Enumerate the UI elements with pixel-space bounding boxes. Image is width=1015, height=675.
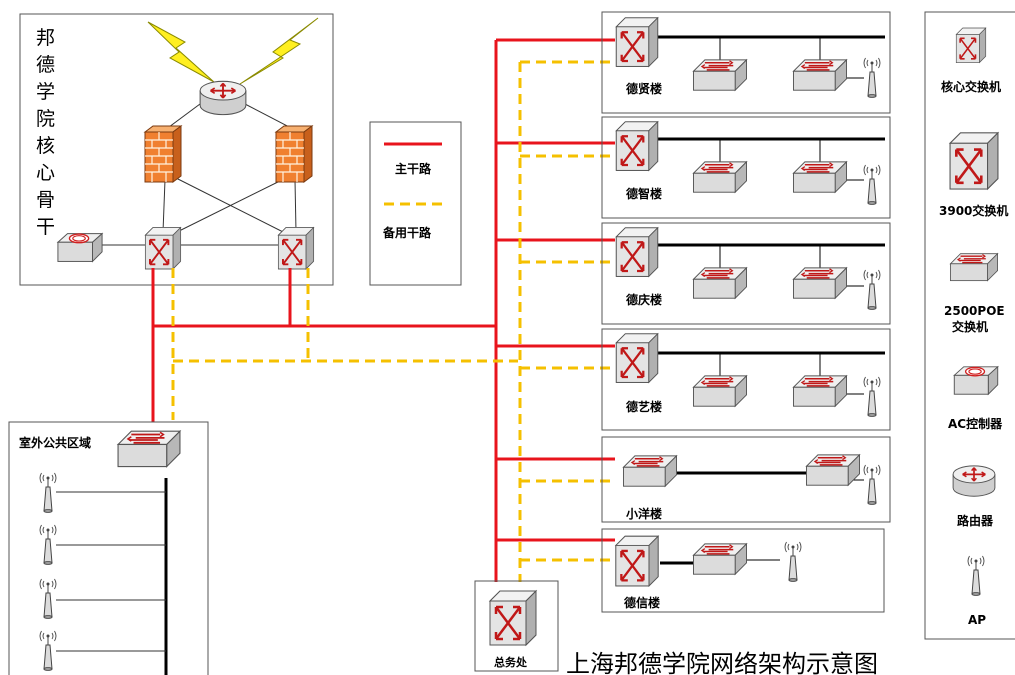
diagram-title: 上海邦德学院网络架构示意图 (566, 650, 878, 675)
core-title-char: 德 (36, 54, 55, 76)
legend-core-switch-label: 核心交换机 (941, 79, 1001, 94)
poe-switch-icon (692, 543, 748, 576)
legend-poe-label: 2500POE (944, 304, 1005, 318)
main-trunk-lines (151, 38, 615, 582)
device-legend: 核心交换机 3900交换机 2500POE 交换机 AC控制器 路由器 AP (924, 11, 1015, 640)
core-title-char: 邦 (36, 27, 55, 49)
legend-backup-line-label: 备用干路 (382, 225, 432, 240)
core-switch-icon (144, 226, 182, 270)
poe-switch-icon (692, 267, 748, 300)
core-switch-icon (488, 589, 538, 647)
ap-icon (863, 164, 881, 206)
switch-3900-icon (948, 131, 1000, 191)
core-switch-icon (615, 332, 659, 384)
poe-switch-icon (792, 375, 848, 408)
poe-switch-icon (692, 59, 748, 92)
firewall-icon (275, 125, 313, 183)
poe-switch-icon (792, 59, 848, 92)
core-switch-icon (614, 534, 660, 588)
legend-ap-label: AP (968, 613, 986, 627)
outdoor-area-box: 室外公共区域 (8, 421, 209, 675)
outdoor-area-label: 室外公共区域 (19, 435, 91, 450)
core-title-char: 核 (36, 135, 55, 157)
core-switch-icon (277, 226, 315, 270)
building-label: 德贤楼 (626, 81, 662, 96)
firewall-icon (144, 125, 182, 183)
poe-switch-icon (117, 430, 181, 468)
building-dexin: 德信楼 (601, 528, 885, 613)
poe-switch-icon (949, 252, 999, 282)
core-box-vertical-title: 邦 德 学 院 核 心 骨 干 (36, 27, 55, 238)
core-title-char: 干 (36, 216, 55, 238)
poe-switch-icon (692, 375, 748, 408)
ap-icon (863, 57, 881, 99)
router-icon (199, 80, 247, 116)
poe-switch-icon (792, 161, 848, 194)
legend-main-line-label: 主干路 (395, 161, 432, 176)
building-label: 德信楼 (624, 595, 660, 610)
backup-trunk-lines (171, 60, 615, 582)
poe-switch-icon (792, 267, 848, 300)
core-title-char: 学 (36, 81, 55, 103)
building-label: 小洋楼 (626, 506, 662, 521)
line-legend: 主干路 备用干路 (369, 121, 462, 286)
core-title-char: 心 (36, 162, 55, 184)
core-title-char: 骨 (36, 189, 55, 211)
core-switch-icon (615, 16, 659, 68)
ac-controller-icon (953, 366, 999, 395)
poe-switch-icon (692, 161, 748, 194)
general-affairs-label: 总务处 (494, 655, 528, 669)
core-switch-icon (615, 120, 659, 172)
core-backbone-box: 邦 德 学 院 核 心 骨 干 (19, 13, 334, 286)
building-deqing: 德庆楼 (601, 222, 891, 325)
building-dezhi: 德智楼 (601, 116, 891, 219)
ap-icon (784, 541, 802, 583)
core-switch-icon (615, 226, 659, 278)
legend-3900-label: 3900交换机 (939, 203, 1008, 218)
core-switch-icon (955, 27, 987, 64)
legend-ac-label: AC控制器 (948, 416, 1003, 431)
ap-icon (863, 376, 881, 418)
legend-router-label: 路由器 (957, 513, 994, 528)
building-label: 德庆楼 (626, 292, 662, 307)
core-title-char: 院 (36, 108, 55, 130)
ac-controller-icon (57, 232, 103, 263)
router-icon (952, 464, 996, 498)
poe-switch-icon (805, 454, 861, 487)
building-deyi: 德艺楼 (601, 328, 891, 431)
general-affairs-box: 总务处 (474, 580, 559, 672)
building-label: 德智楼 (626, 186, 662, 201)
core-internal-links (100, 103, 297, 246)
legend-poe-label-2: 交换机 (952, 319, 988, 334)
poe-switch-icon (622, 455, 678, 488)
ap-icon (863, 464, 881, 506)
building-dexian: 德贤楼 (601, 11, 891, 114)
building-xiaoyang: 小洋楼 (601, 436, 891, 523)
ap-icon (863, 269, 881, 311)
building-label: 德艺楼 (626, 399, 662, 414)
